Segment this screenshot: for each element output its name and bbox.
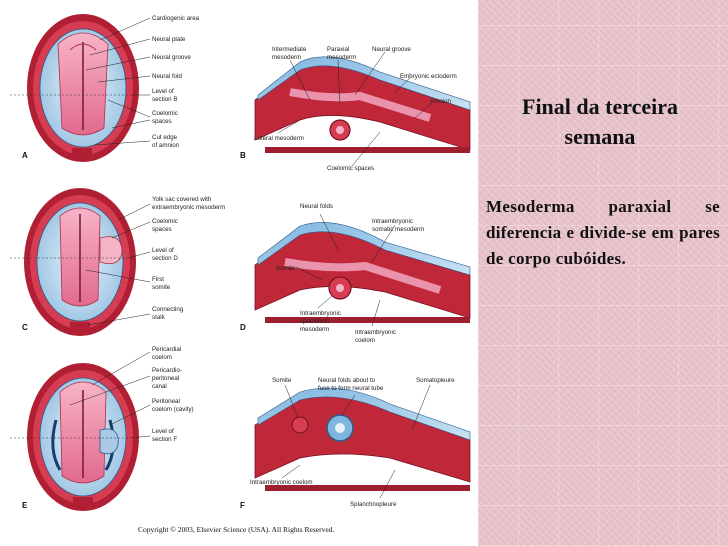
label-d-intraembryonic-3: Intraembryonic bbox=[355, 329, 396, 336]
label-b-mesoderm-2: mesoderm bbox=[327, 54, 356, 61]
label-b-neural-groove: Neural groove bbox=[372, 46, 411, 53]
label-d-intraembryonic-1: Intraembryonic bbox=[372, 218, 413, 225]
label-a-section-b: section B bbox=[152, 96, 177, 103]
label-b-paraxial: Paraxial bbox=[327, 46, 349, 53]
label-b-coelomic-spaces: Coelomic spaces bbox=[327, 165, 374, 172]
label-f-splanchnopleure: Splanchnopleure bbox=[350, 501, 397, 508]
section-f-drawing bbox=[254, 387, 471, 491]
label-a-of-amnion: of amnion bbox=[152, 142, 180, 149]
panel-letter-e: E bbox=[22, 501, 28, 510]
panel-e: E Pericardial coelom Pericardio- periton… bbox=[10, 346, 194, 511]
copyright-notice: Copyright © 2003, Elsevier Science (USA)… bbox=[138, 525, 335, 534]
embryo-e-drawing bbox=[27, 363, 139, 511]
panel-c: C Yolk sac covered with extraembryonic m… bbox=[10, 188, 225, 336]
panel-f-leaders bbox=[281, 384, 431, 499]
label-c-stalk: stalk bbox=[152, 314, 166, 321]
label-d-mesoderm: mesoderm bbox=[300, 326, 329, 333]
label-c-extraembryonic-mesoderm: extraembryonic mesoderm bbox=[152, 204, 225, 211]
section-d-drawing bbox=[254, 222, 471, 323]
label-e-section-f: section F bbox=[152, 436, 177, 443]
label-a-neural-plate: Neural plate bbox=[152, 36, 186, 43]
label-c-level-of: Level of bbox=[152, 247, 174, 254]
label-c-coelomic: Coelomic bbox=[152, 218, 178, 225]
label-c-section-d: section D bbox=[152, 255, 178, 262]
label-d-neural-folds: Neural folds bbox=[300, 203, 333, 210]
label-d-coelom: coelom bbox=[355, 337, 375, 344]
label-a-coelomic: Coelomic bbox=[152, 110, 178, 117]
label-a-spaces: spaces bbox=[152, 118, 172, 125]
label-e-canal: canal bbox=[152, 383, 167, 390]
embryo-a-drawing bbox=[27, 14, 139, 162]
panel-d: D Neural folds Intraembryonic somatic me… bbox=[240, 203, 471, 344]
label-d-somite: Somite bbox=[276, 265, 296, 272]
label-a-neural-fold: Neural fold bbox=[152, 73, 182, 80]
label-c-somite: somite bbox=[152, 284, 171, 291]
panel-b-leaders bbox=[277, 51, 433, 167]
label-b-intermediate: Intermediate bbox=[272, 46, 307, 53]
panel-c-leaders bbox=[10, 203, 151, 326]
label-b-amnion: Amnion bbox=[430, 98, 452, 105]
panel-a: A Cardiogenic area Neural plate Neural g… bbox=[10, 14, 200, 162]
panel-letter-f: F bbox=[240, 501, 245, 510]
label-b-lateral-mesoderm: Lateral mesoderm bbox=[254, 135, 304, 142]
panel-letter-d: D bbox=[240, 323, 246, 332]
label-d-intraembryonic-2: Intraembryonic bbox=[300, 310, 341, 317]
panel-letter-b: B bbox=[240, 151, 246, 160]
label-a-cardiogenic-area: Cardiogenic area bbox=[152, 15, 200, 22]
label-f-neural-folds: Neural folds about to bbox=[318, 377, 376, 384]
label-f-fuse: fuse to form neural tube bbox=[318, 385, 384, 392]
label-e-peritoneal-2: Peritoneal bbox=[152, 398, 180, 405]
label-e-pericardial: Pericardial bbox=[152, 346, 181, 353]
slide-title: Final da terceira semana bbox=[522, 94, 678, 149]
label-e-pericardio: Pericardio- bbox=[152, 367, 182, 374]
label-f-somatopleure: Somatopleure bbox=[416, 377, 455, 384]
label-f-intraembryonic-coelom: Intraembryonic coelom bbox=[250, 479, 313, 486]
label-c-spaces: spaces bbox=[152, 226, 172, 233]
label-e-peritoneal-1: peritoneal bbox=[152, 375, 179, 382]
embryo-c-drawing bbox=[24, 188, 136, 336]
label-a-cut-edge: Cut edge bbox=[152, 134, 178, 141]
label-c-connecting: Connecting bbox=[152, 306, 184, 313]
panel-d-leaders bbox=[295, 213, 396, 327]
panel-b: B Intermediate mesoderm Paraxial mesoder… bbox=[240, 46, 471, 172]
section-b-drawing bbox=[254, 56, 471, 153]
label-c-first: First bbox=[152, 276, 164, 283]
label-c-yolk-sac: Yolk sac covered with bbox=[152, 196, 212, 203]
label-e-coelom-cavity: coelom (cavity) bbox=[152, 406, 194, 413]
panel-f: F Somite Neural folds about to fuse to f… bbox=[240, 377, 471, 510]
panel-e-leaders bbox=[10, 351, 151, 439]
label-b-mesoderm-1: mesoderm bbox=[272, 54, 301, 61]
panel-letter-a: A bbox=[22, 151, 28, 160]
label-d-somatic-mesoderm: somatic mesoderm bbox=[372, 226, 424, 233]
label-e-level-of: Level of bbox=[152, 428, 174, 435]
panel-a-leaders bbox=[10, 17, 151, 146]
label-b-embryonic-ectoderm: Embryonic ectoderm bbox=[400, 73, 457, 80]
slide-text-panel bbox=[478, 0, 728, 546]
embryo-figure: A Cardiogenic area Neural plate Neural g… bbox=[10, 14, 471, 534]
label-f-somite: Somite bbox=[272, 377, 292, 384]
label-a-neural-groove: Neural groove bbox=[152, 54, 191, 61]
label-d-splanchnic: splanchnic bbox=[300, 318, 329, 325]
label-e-coelom: coelom bbox=[152, 354, 172, 361]
label-a-level-of: Level of bbox=[152, 88, 174, 95]
panel-letter-c: C bbox=[22, 323, 28, 332]
slide-body-text: Mesoderma paraxial se diferencia e divid… bbox=[486, 197, 720, 268]
